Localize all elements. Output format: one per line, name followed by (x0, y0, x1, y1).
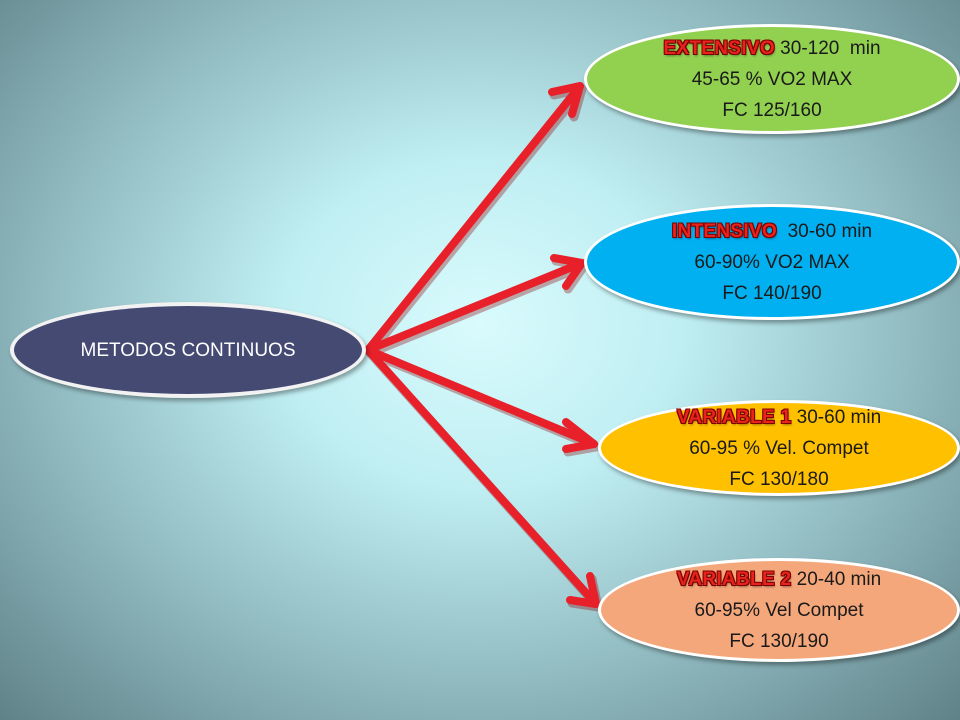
intensivo-duration: 30-60 min (777, 220, 873, 242)
arrowhead-variable-1 (562, 418, 598, 453)
variable-2-speed: 60-95% Vel Compet (694, 599, 864, 621)
extensivo-vo2: 45-65 % VO2 MAX (691, 68, 853, 90)
extensivo-duration: 30-120 min (774, 37, 881, 59)
node-extensivo: EXTENSIVO 30-120 min 45-65 % VO2 MAX FC … (584, 24, 960, 134)
variable-1-line-1: VARIABLE 1 30-60 min (677, 402, 881, 433)
arrow-to-variable-1 (364, 346, 598, 448)
variable-1-speed: 60-95 % Vel. Compet (689, 437, 869, 459)
variable-1-duration: 30-60 min (791, 406, 882, 428)
root-node-metodos-continuos: METODOS CONTINUOS (10, 302, 366, 398)
arrowhead-variable-2 (566, 572, 600, 608)
intensivo-line-1: INTENSIVO 30-60 min (672, 216, 872, 247)
node-variable-1: VARIABLE 1 30-60 min 60-95 % Vel. Compet… (598, 400, 960, 496)
variable-1-fc: FC 130/180 (729, 468, 829, 490)
intensivo-tag: INTENSIVO (671, 220, 778, 242)
extensivo-fc: FC 125/160 (722, 99, 822, 121)
node-variable-2: VARIABLE 2 20-40 min 60-95% Vel Compet F… (598, 558, 960, 662)
variable-2-line-1: VARIABLE 2 20-40 min (677, 564, 881, 595)
arrow-to-intensivo (364, 259, 586, 354)
variable-2-duration: 20-40 min (791, 568, 882, 590)
node-intensivo: INTENSIVO 30-60 min 60-90% VO2 MAX FC 14… (584, 204, 960, 320)
root-label: METODOS CONTINUOS (80, 339, 296, 361)
extensivo-tag: EXTENSIVO (663, 37, 775, 59)
variable-2-fc: FC 130/190 (729, 630, 829, 652)
extensivo-line-1: EXTENSIVO 30-120 min (663, 33, 880, 64)
arrowhead-intensivo (550, 254, 586, 290)
intensivo-fc: FC 140/190 (722, 282, 822, 304)
arrowhead-extensivo (548, 82, 584, 118)
variable-1-tag: VARIABLE 1 (676, 406, 792, 428)
arrow-to-extensivo (364, 82, 584, 354)
variable-2-tag: VARIABLE 2 (676, 568, 792, 590)
arrow-to-variable-2 (364, 346, 600, 608)
intensivo-vo2: 60-90% VO2 MAX (694, 251, 850, 273)
